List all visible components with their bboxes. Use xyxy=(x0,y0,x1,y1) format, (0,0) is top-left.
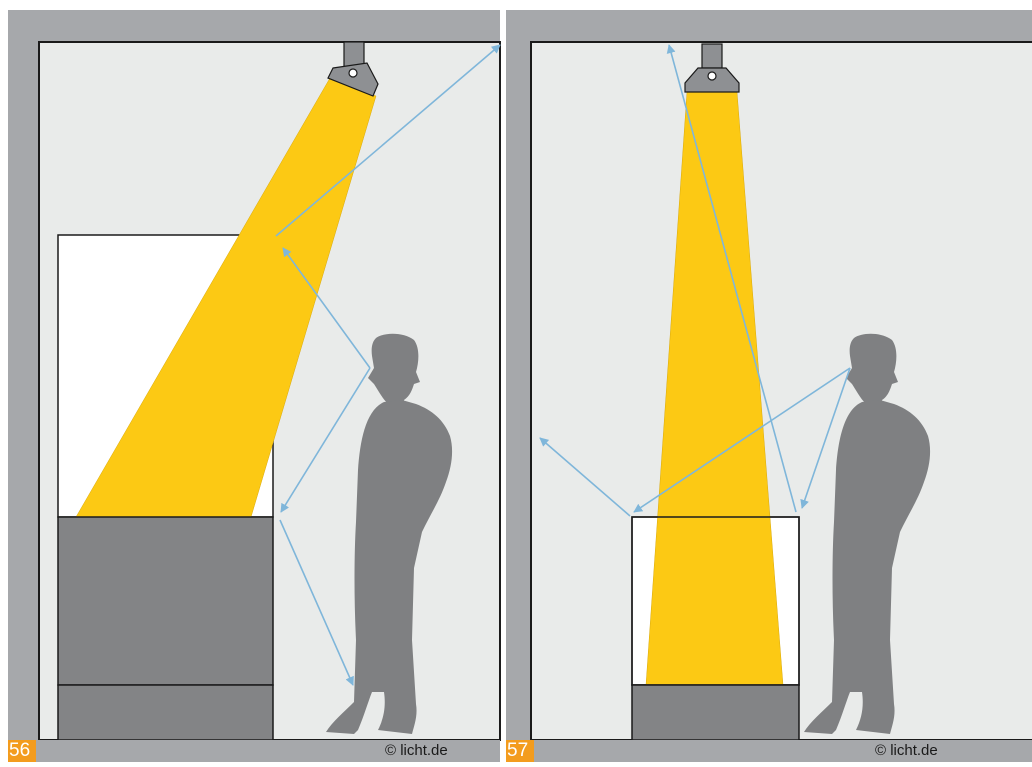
copyright-credit: © licht.de xyxy=(875,741,938,761)
figure-number: 57 xyxy=(506,740,534,762)
display-case-plinth xyxy=(58,685,273,740)
panel-56 xyxy=(8,10,500,762)
display-case-plinth xyxy=(632,685,799,740)
copyright-credit: © licht.de xyxy=(385,741,448,761)
panel-57 xyxy=(506,10,1032,762)
caption-bar xyxy=(506,740,1032,762)
display-case-cabinet xyxy=(58,517,273,685)
figure-number: 56 xyxy=(8,740,36,762)
